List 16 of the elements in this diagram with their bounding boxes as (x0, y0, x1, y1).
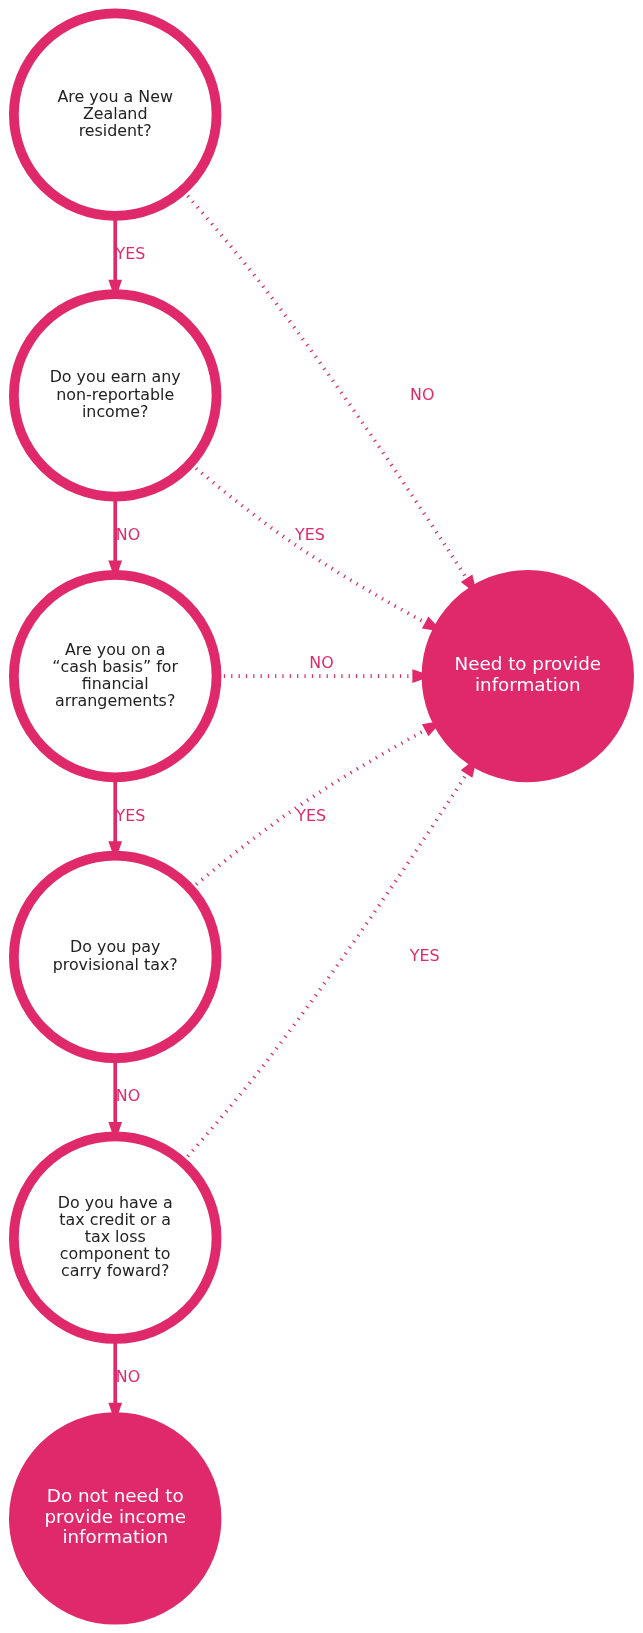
node-circle: Do not need to provide income information (9, 1412, 222, 1625)
edge-label: YES (115, 244, 146, 264)
node-circle: Are you a New Zealand resident? (9, 8, 222, 221)
edge-label: NO (115, 524, 141, 544)
node-circle: Do you earn any non-reportable income? (9, 289, 222, 502)
node-circle: Are you on a “cash basis” for financial arrangements? (9, 569, 222, 783)
edge-label: NO (410, 384, 435, 404)
edge-label: YES (409, 946, 440, 966)
edge-label: NO (115, 1086, 141, 1106)
node-circle: Do you pay provisional tax? (9, 850, 222, 1064)
edge-label: YES (115, 805, 146, 825)
edge-label: NO (115, 1367, 141, 1387)
edge-label: YES (295, 524, 325, 544)
node-circle: Do you have a tax credit or a tax loss component to carry foward? (9, 1131, 222, 1344)
edge-label: YES (296, 805, 327, 825)
edge-label: NO (309, 653, 334, 673)
